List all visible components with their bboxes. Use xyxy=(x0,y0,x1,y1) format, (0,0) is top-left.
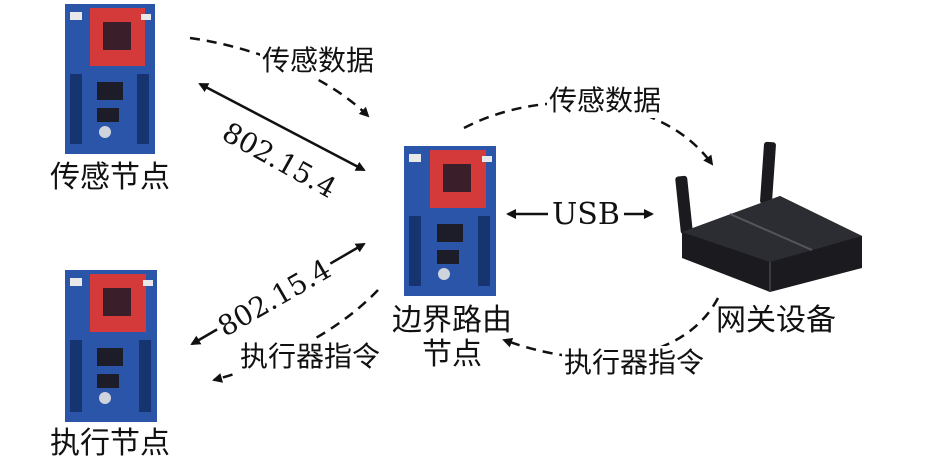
gateway-router-device xyxy=(675,141,862,292)
actuator-node-label: 执行节点 xyxy=(50,426,170,461)
sensor-data-label-left: 传感数据 xyxy=(260,44,377,78)
command-label-right: 执行器指令 xyxy=(562,346,707,380)
sensor-data-label-right: 传感数据 xyxy=(547,84,664,118)
usb-label: USB xyxy=(548,198,624,232)
command-label-left: 执行器指令 xyxy=(238,340,383,374)
actuator-node-board xyxy=(65,270,157,422)
protocol-arrow-top xyxy=(198,82,366,172)
gateway-label: 网关设备 xyxy=(716,303,836,338)
border-router-label-line2: 节点 xyxy=(422,337,482,372)
border-router-label-line1: 边界路由 xyxy=(392,303,512,338)
sensor-node-label: 传感节点 xyxy=(50,160,170,195)
border-router-board xyxy=(404,146,496,296)
command-arrow-right xyxy=(502,297,720,360)
sensor-node-board xyxy=(65,4,155,154)
